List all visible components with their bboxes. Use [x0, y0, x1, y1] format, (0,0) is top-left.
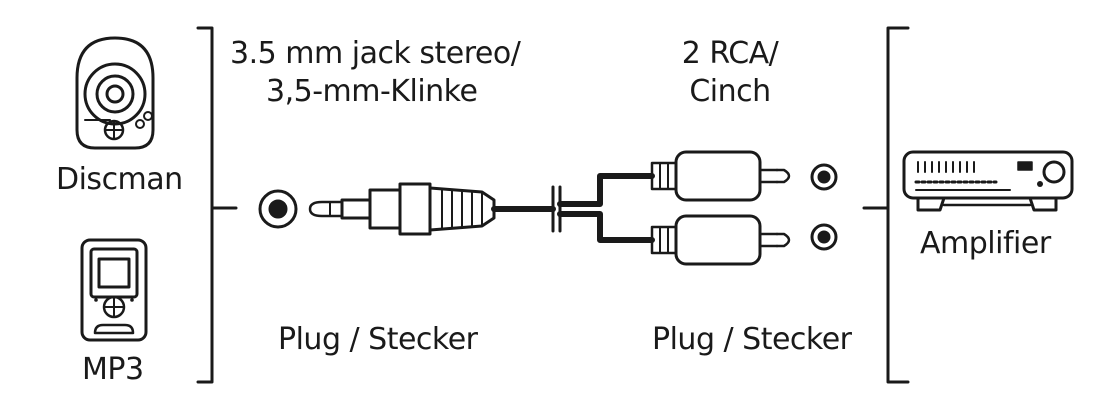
mp3-player-icon — [80, 238, 148, 342]
rca-socket-icon — [810, 223, 838, 251]
jack-title-line1: 3.5 mm jack stereo/ — [230, 36, 521, 71]
rca-title-line2: Cinch — [689, 74, 771, 109]
source-label-discman: Discman — [56, 162, 183, 197]
plug-label-left: Plug / Stecker — [278, 322, 478, 357]
amplifier-icon — [902, 150, 1074, 212]
rca-title-line1: 2 RCA/ — [681, 36, 779, 71]
right-bracket — [862, 26, 910, 384]
jack-title-line2: 3,5-mm-Klinke — [266, 74, 478, 109]
rca-plug-icon — [650, 150, 791, 202]
rca-socket-icon — [810, 163, 838, 191]
cable-icon — [491, 173, 655, 243]
left-bracket — [196, 26, 238, 384]
destination-label-amplifier: Amplifier — [920, 226, 1051, 261]
jack-socket-icon — [258, 189, 298, 229]
rca-plug-icon — [650, 214, 791, 266]
jack-plug-icon — [308, 182, 496, 236]
source-label-mp3: MP3 — [82, 352, 144, 387]
plug-label-right: Plug / Stecker — [652, 322, 852, 357]
discman-icon — [75, 36, 155, 150]
